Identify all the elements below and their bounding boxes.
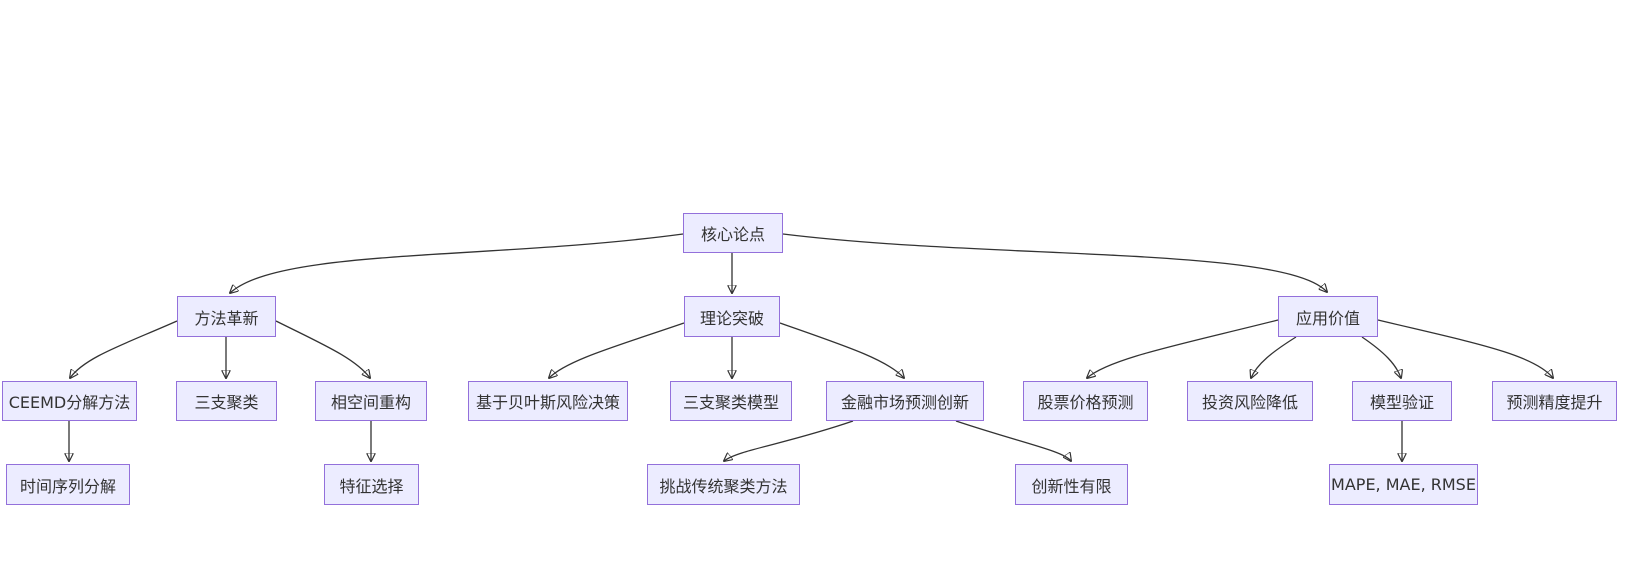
node-ceemd-decomposition: CEEMD分解方法 [2,381,137,421]
node-theory-breakthrough: 理论突破 [684,296,780,337]
node-three-way-clustering-model: 三支聚类模型 [670,381,792,421]
node-method-innovation: 方法革新 [177,296,276,337]
node-three-way-clustering: 三支聚类 [176,381,277,421]
node-prediction-accuracy-improvement: 预测精度提升 [1492,381,1617,421]
edge-application-to-stock [1087,319,1279,378]
node-stock-price-prediction: 股票价格预测 [1023,381,1148,421]
edge-finance-to-challenge [724,420,854,461]
edge-application-to-precision [1377,319,1553,378]
node-phase-space-reconstruction: 相空间重构 [315,381,427,421]
edge-application-to-validation [1361,336,1401,378]
node-bayesian-risk-decision: 基于贝叶斯风险决策 [468,381,628,421]
node-financial-market-forecast-innovation: 金融市场预测创新 [826,381,984,421]
node-application-value: 应用价值 [1278,296,1378,337]
node-time-series-decomposition: 时间序列分解 [6,464,130,505]
edge-core-to-method [230,233,684,293]
node-investment-risk-reduction: 投资风险降低 [1187,381,1313,421]
edge-application-to-risk [1251,336,1297,378]
node-error-metrics: MAPE, MAE, RMSE [1329,464,1478,505]
edge-finance-to-novelty [955,420,1071,461]
edge-core-to-application [782,233,1327,292]
node-limited-novelty: 创新性有限 [1015,464,1128,505]
edge-method-to-ceemd [70,320,178,378]
node-core-thesis: 核心论点 [683,213,783,253]
edge-method-to-phase-space [275,320,370,378]
node-model-validation: 模型验证 [1352,381,1452,421]
node-feature-selection: 特征选择 [324,464,419,505]
node-challenge-traditional-clustering: 挑战传统聚类方法 [647,464,800,505]
edge-theory-to-finance [779,322,904,378]
edge-theory-to-bayes [549,322,685,378]
